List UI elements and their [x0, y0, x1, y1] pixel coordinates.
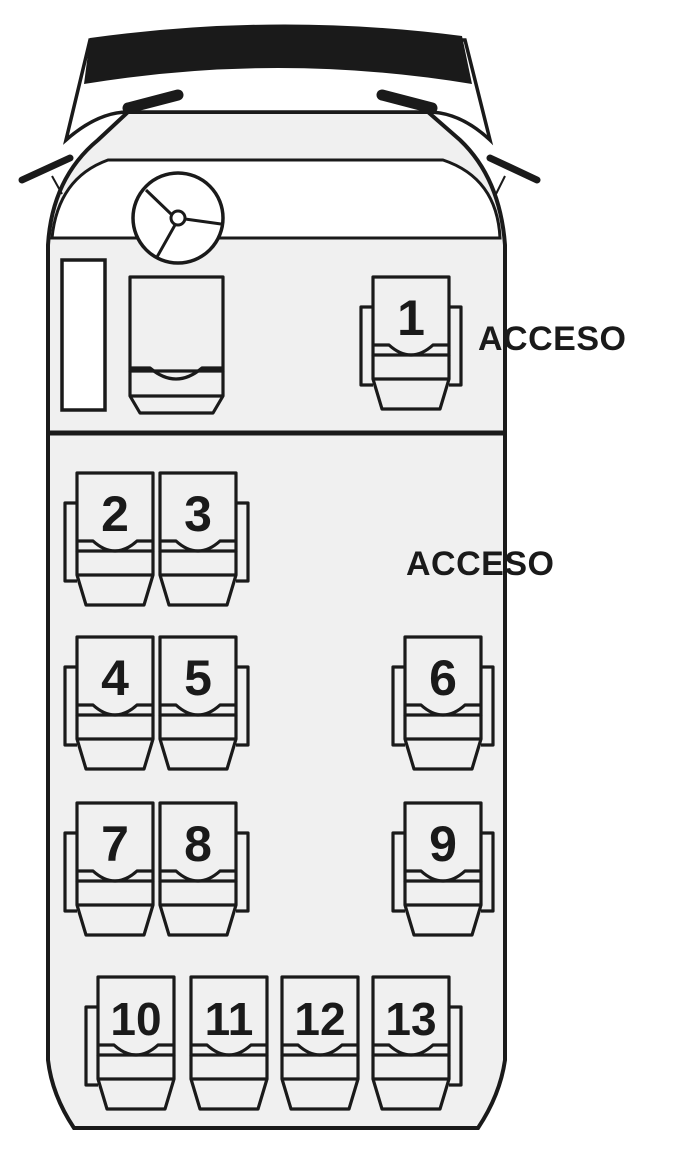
seat-number-6: 6	[429, 650, 457, 706]
seat-number-8: 8	[184, 816, 212, 872]
left-mirror	[18, 154, 74, 184]
right-mirror	[486, 154, 541, 184]
seat-12[interactable]: 12	[280, 975, 360, 1111]
driver-seat	[128, 275, 225, 415]
seat-6[interactable]: 6	[391, 635, 495, 771]
front-bumper	[84, 24, 472, 84]
seat-9[interactable]: 9	[391, 801, 495, 937]
seat-number-2: 2	[101, 486, 129, 542]
steering-wheel-icon	[131, 171, 225, 265]
seat-number-1: 1	[397, 290, 425, 346]
seat-11[interactable]: 11	[189, 975, 269, 1111]
seat-1[interactable]: 1	[359, 275, 463, 411]
seat-7[interactable]: 7	[63, 801, 155, 937]
left-headlight	[122, 89, 184, 114]
front-access-label: ACCESO	[478, 320, 627, 358]
right-headlight	[376, 89, 438, 114]
windshield	[50, 158, 502, 240]
seat-number-12: 12	[294, 993, 345, 1045]
seat-10[interactable]: 10	[84, 975, 176, 1111]
seat-number-9: 9	[429, 816, 457, 872]
seat-13[interactable]: 13	[371, 975, 463, 1111]
seat-3[interactable]: 3	[158, 471, 250, 607]
seat-number-10: 10	[110, 993, 161, 1045]
left-mirror-arm	[51, 175, 63, 195]
seat-5[interactable]: 5	[158, 635, 250, 771]
seat-number-11: 11	[205, 993, 254, 1045]
seat-4[interactable]: 4	[63, 635, 155, 771]
seat-number-3: 3	[184, 486, 212, 542]
bus-body	[46, 110, 507, 1130]
dashboard-console	[60, 258, 107, 412]
seat-2[interactable]: 2	[63, 471, 155, 607]
seat-number-13: 13	[385, 993, 436, 1045]
side-access-label: ACCESO	[406, 545, 555, 583]
seat-8[interactable]: 8	[158, 801, 250, 937]
seat-number-5: 5	[184, 650, 212, 706]
seat-number-4: 4	[101, 650, 129, 706]
right-mirror-arm	[495, 175, 506, 195]
seat-number-7: 7	[101, 816, 129, 872]
